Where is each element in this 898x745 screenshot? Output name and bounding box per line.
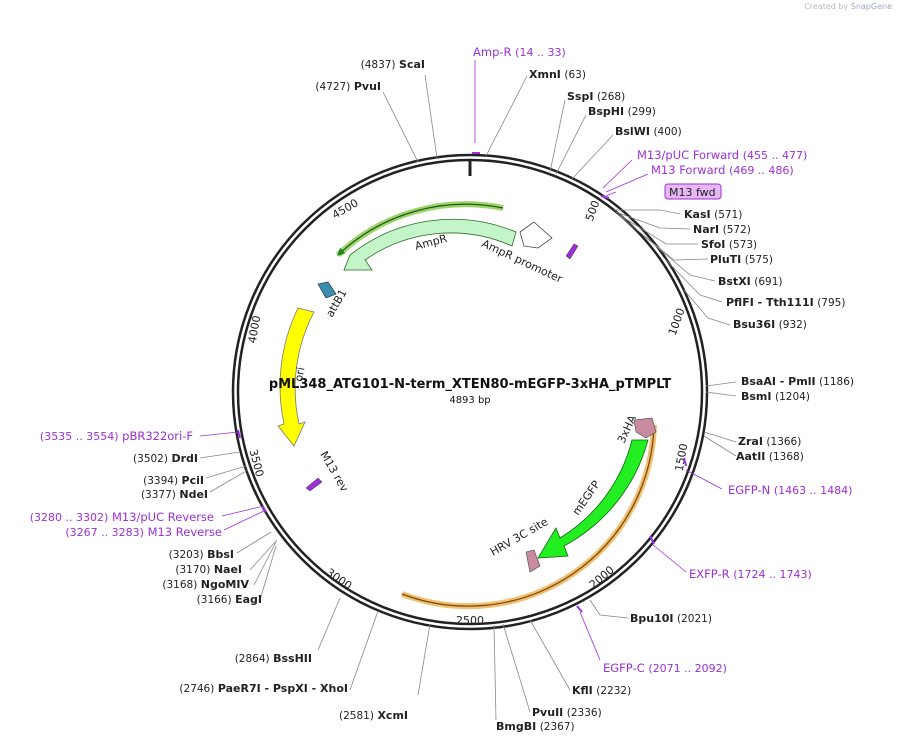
site-xmni: XmnI (63) — [529, 68, 586, 81]
site-paer7i-pspxi-xhoi: (2746) PaeR7I - PspXI - XhoI — [179, 682, 348, 695]
site-kfli: KflI (2232) — [572, 684, 631, 697]
leader-lines — [199, 74, 737, 721]
site-scai: (4837) ScaI — [361, 58, 425, 71]
hrv-label: HRV 3C site — [488, 515, 550, 559]
site-drdi: (3502) DrdI — [133, 452, 198, 465]
three-xha-feature — [633, 417, 657, 439]
tick-label-4000: 4000 — [246, 314, 264, 344]
ampr-promoter-label: AmpR promoter — [480, 237, 565, 286]
primer-m13-reverse: (3267 .. 3283) M13 Reverse — [65, 525, 222, 539]
site-bsu36i: Bsu36I (932) — [733, 318, 807, 331]
site-bsphi: BspHI (299) — [588, 105, 656, 118]
primer-amp-r: Amp-R (14 .. 33) — [473, 45, 566, 59]
site-pvui: (4727) PvuI — [315, 80, 381, 93]
site-ndei: (3377) NdeI — [141, 488, 208, 501]
site-bstxi: BstXI (691) — [718, 275, 783, 288]
tick-label-1000: 1000 — [666, 306, 688, 337]
credit-brand: SnapGene — [850, 2, 892, 11]
primer-leader-lines — [199, 60, 723, 661]
m13-fwd-box: M13 fwd — [605, 183, 722, 200]
site-aatii: AatII (1368) — [736, 450, 804, 463]
primer-egfp-c: EGFP-C (2071 .. 2092) — [603, 661, 727, 675]
site-eagi: (3166) EagI — [197, 593, 262, 606]
primer-pbr322ori-f: (3535 .. 3554) pBR322ori-F — [40, 429, 193, 443]
restriction-sites: (4837) ScaI (4727) PvuI XmnI (63) SspI (268… — [133, 58, 854, 733]
tick-label-2000: 2000 — [587, 563, 617, 591]
primer-egfp-n: EGFP-N (1463 .. 1484) — [728, 483, 852, 497]
ori-label: ori — [292, 366, 307, 382]
site-bpu10i: Bpu10I (2021) — [630, 612, 712, 625]
m13-rev-feature — [305, 477, 323, 492]
site-bbsi: (3203) BbsI — [169, 548, 234, 561]
site-pvuii: PvuII (2336) — [532, 706, 602, 719]
primer-m13-puc-reverse: (3280 .. 3302) M13/pUC Reverse — [30, 510, 214, 524]
m13-fwd-feature — [565, 243, 579, 260]
site-sfoi: SfoI (573) — [701, 238, 757, 251]
tick-label-1500: 1500 — [673, 442, 691, 472]
orf-highlights — [335, 201, 657, 610]
site-bmgbi: BmgBI (2367) — [496, 720, 575, 733]
primer-m13-puc-forward: M13/pUC Forward (455 .. 477) — [637, 148, 807, 162]
tick-label-2500: 2500 — [456, 614, 484, 627]
site-xcmi: (2581) XcmI — [339, 709, 408, 722]
site-naei: (3170) NaeI — [175, 563, 242, 576]
megfp-orf-line — [401, 424, 655, 607]
tick-label-4500: 4500 — [330, 196, 361, 221]
ampr-feature — [343, 218, 517, 271]
site-pluti: PluTI (575) — [710, 253, 773, 266]
site-bsshii: (2864) BssHII — [235, 652, 312, 665]
site-bslwi: BslWI (400) — [615, 125, 682, 138]
site-bsmi: BsmI (1204) — [741, 390, 810, 403]
m13-fwd-box-label: M13 fwd — [669, 186, 716, 199]
site-bsaai-pmli: BsaAI - PmlI (1186) — [741, 375, 854, 388]
plasmid-length: 4893 bp — [449, 395, 490, 406]
hrv-feature — [525, 549, 541, 573]
m13-rev-label: M13 rev — [317, 449, 351, 494]
credit-prefix: Created by — [804, 2, 849, 11]
tick-label-500: 500 — [583, 199, 602, 223]
site-pcii: (3394) PciI — [143, 474, 204, 487]
ampr-promoter-feature — [519, 221, 553, 249]
site-sspi: SspI (268) — [567, 90, 625, 103]
primer-exfp-r: EXFP-R (1724 .. 1743) — [689, 567, 812, 581]
site-ngomiv: (3168) NgoMIV — [162, 578, 249, 591]
primer-labels: Amp-R (14 .. 33) M13/pUC Forward (455 .. … — [30, 45, 853, 675]
site-pflfi-tth111i: PflFI - Tth111I (795) — [726, 296, 845, 309]
attb1-feature — [317, 281, 337, 299]
ori-feature — [277, 307, 315, 447]
primer-m13-forward: M13 Forward (469 .. 486) — [651, 163, 794, 177]
megfp-feature — [537, 439, 649, 559]
plasmid-name: pML348_ATG101-N-term_XTEN80-mEGFP-3xHA_p… — [269, 377, 671, 392]
ampr-orf-line — [337, 203, 504, 256]
primer-marks — [237, 152, 687, 613]
site-kasi: KasI (571) — [684, 208, 742, 221]
site-zrai: ZraI (1366) — [738, 435, 801, 448]
site-nari: NarI (572) — [693, 223, 751, 236]
snapgene-credit: Created by SnapGene — [804, 2, 892, 11]
